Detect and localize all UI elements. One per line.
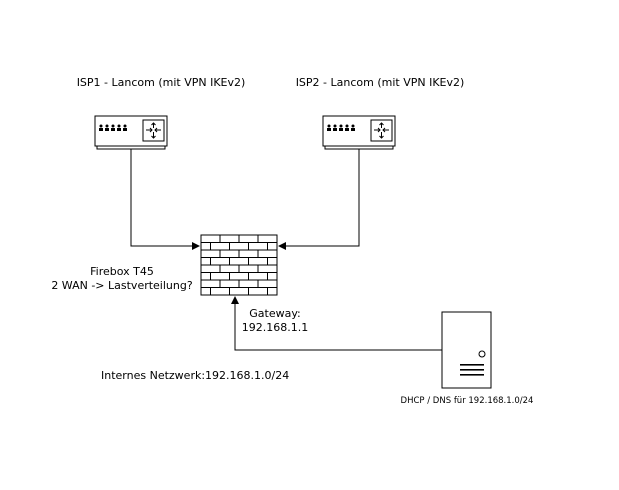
connector-isp2-firewall: [278, 148, 360, 250]
router-icon: [322, 115, 396, 150]
connector-server-firewall: [231, 296, 442, 351]
gateway-ip: 192.168.1.1: [241, 321, 309, 334]
router-icon: [94, 115, 168, 150]
connector-isp1-firewall: [130, 148, 200, 250]
firewall-icon: [200, 234, 278, 296]
isp2-label: ISP2 - Lancom (mit VPN IKEv2): [295, 76, 465, 89]
network-label: Internes Netzwerk:192.168.1.0/24: [101, 369, 290, 382]
gateway-label: Gateway:: [249, 307, 301, 320]
firewall-label-desc: 2 WAN -> Lastverteilung?: [51, 279, 193, 292]
firewall-label-name: Firebox T45: [90, 265, 154, 278]
server-label: DHCP / DNS für 192.168.1.0/24: [400, 396, 534, 406]
server-icon: [441, 311, 492, 389]
isp1-label: ISP1 - Lancom (mit VPN IKEv2): [76, 76, 246, 89]
